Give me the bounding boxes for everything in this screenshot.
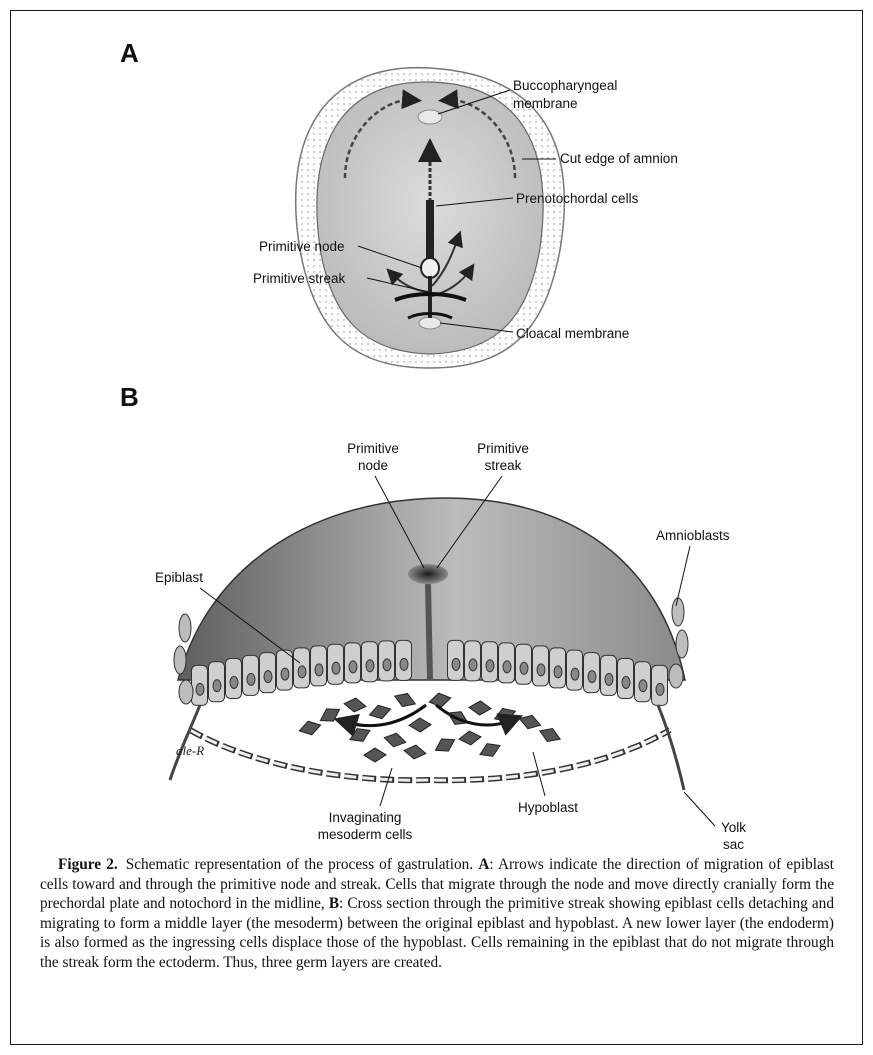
epiblast-nucleus: [383, 659, 391, 671]
epiblast-nucleus: [298, 666, 306, 678]
label-epiblast: Epiblast: [155, 570, 203, 586]
label-amnion: Cut edge of amnion: [560, 151, 678, 167]
label-primitive-streak-a: Primitive streak: [253, 271, 345, 287]
label-bucco-line2: membrane: [513, 96, 578, 112]
label-bucco-line1: Buccopharyngeal: [513, 78, 617, 94]
mesoderm-cell: [317, 703, 343, 726]
label-hypoblast: Hypoblast: [518, 800, 578, 816]
hypoblast-inner: [190, 730, 670, 780]
mesoderm-cell: [403, 744, 427, 761]
epiblast-nucleus: [605, 673, 613, 685]
label-node-b-line1: Primitive: [328, 441, 418, 457]
primitive-node-pit: [408, 564, 448, 584]
mesoderm-cell: [477, 739, 503, 761]
epiblast-nucleus: [503, 661, 511, 673]
mesoderm-cell: [409, 718, 431, 733]
epiblast-nucleus: [400, 658, 408, 670]
prenotochordal-cells: [426, 200, 434, 260]
embryonic-disc-drawing: [296, 68, 565, 368]
epiblast-nucleus: [247, 673, 255, 685]
epiblast-nucleus: [469, 659, 477, 671]
caption-panel-a-ref: A: [478, 856, 489, 873]
epiblast-nucleus: [639, 680, 647, 692]
epiblast-nucleus: [281, 668, 289, 680]
yolk-sac-right: [658, 705, 684, 790]
label-prenotochordal: Prenotochordal cells: [516, 191, 638, 207]
mesoderm-cell: [367, 702, 392, 722]
buccopharyngeal-membrane: [418, 110, 442, 124]
epiblast-nucleus: [332, 662, 340, 674]
caption-sentence-1: Schematic representation of the process …: [126, 856, 473, 873]
label-invag-line2: mesoderm cells: [295, 827, 435, 843]
artist-signature: ale-R: [176, 743, 204, 758]
epiblast-nucleus: [537, 664, 545, 676]
primitive-streak-groove: [428, 584, 430, 680]
mesoderm-cell: [517, 712, 542, 732]
epiblast-nucleus: [571, 668, 579, 680]
caption-figure-label: Figure 2.: [40, 856, 126, 873]
epiblast-nucleus: [349, 661, 357, 673]
mesoderm-cell: [298, 718, 323, 737]
mesoderm-cell: [383, 731, 407, 749]
mesoderm-cells: [298, 690, 563, 763]
caption-panel-b-ref: B: [329, 895, 339, 912]
label-amnioblasts: Amnioblasts: [656, 528, 730, 544]
epiblast-nucleus: [554, 666, 562, 678]
mesoderm-cell: [537, 724, 563, 745]
epiblast-nucleus: [520, 662, 528, 674]
mesoderm-cell: [347, 724, 373, 746]
label-streak-b-line1: Primitive: [458, 441, 548, 457]
label-primitive-node-a: Primitive node: [259, 239, 345, 255]
mesoderm-cell: [343, 697, 367, 714]
label-streak-b-line2: streak: [458, 458, 548, 474]
hypoblast-layer: [190, 730, 670, 780]
primitive-node: [421, 258, 439, 278]
cloacal-membrane: [419, 317, 441, 329]
label-yolk-line2: sac: [723, 837, 744, 853]
epiblast-nucleus: [656, 683, 664, 695]
mesoderm-cell: [428, 691, 452, 709]
mesoderm-cell: [392, 690, 418, 711]
mesoderm-cell: [469, 700, 492, 715]
label-yolk-line1: Yolk: [721, 820, 746, 836]
figure-caption: Figure 2.Schematic representation of the…: [40, 855, 834, 973]
cross-section-drawing: [170, 498, 688, 790]
mesoderm-cell: [458, 730, 481, 746]
epiblast-nucleus: [486, 660, 494, 672]
label-node-b-line2: node: [328, 458, 418, 474]
label-cloacal: Cloacal membrane: [516, 326, 629, 342]
epiblast-nucleus: [622, 676, 630, 688]
epiblast-nucleus: [588, 671, 596, 683]
mesoderm-cell: [432, 734, 458, 757]
epiblast-nucleus: [315, 664, 323, 676]
epiblast-nucleus: [264, 671, 272, 683]
epiblast-nucleus: [230, 676, 238, 688]
epiblast-nucleus: [213, 680, 221, 692]
epiblast-nucleus: [452, 658, 460, 670]
epiblast-nucleus: [366, 660, 374, 672]
epiblast-nucleus: [196, 683, 204, 695]
label-invag-line1: Invaginating: [295, 810, 435, 826]
mesoderm-cell: [364, 748, 386, 762]
